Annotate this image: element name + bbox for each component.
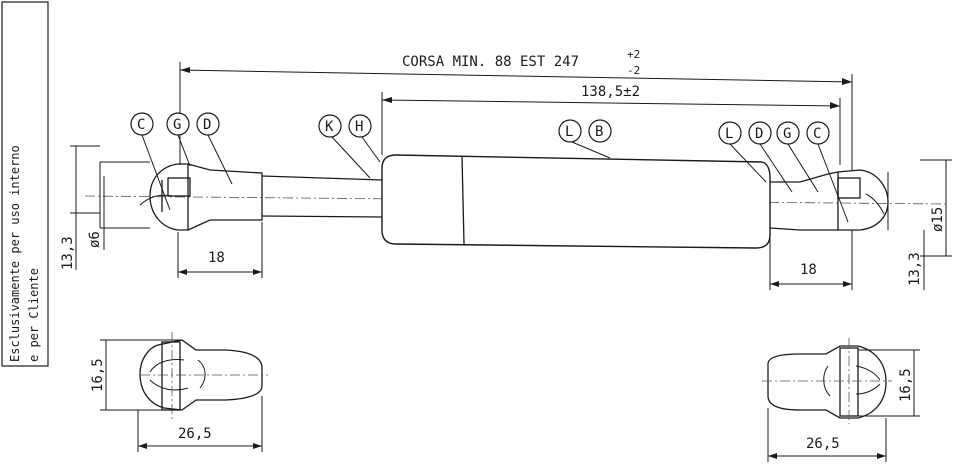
callout-rod-h: H: [355, 119, 363, 135]
side-note: Esclusivamente per uso interno e per Cli…: [1, 1, 49, 367]
cylinder-body: [381, 154, 771, 249]
body-seam: [461, 155, 465, 245]
dim-left-vertical: 13,3 ø6: [60, 145, 105, 270]
right-height-label: 13,3: [907, 252, 923, 286]
right-fitting-length: 18: [800, 262, 817, 278]
piston-rod: [261, 175, 383, 218]
callout-rod-k: K: [325, 119, 334, 135]
stroke-tol-lower: -2: [627, 64, 640, 77]
gas-spring-side-view: [99, 154, 889, 249]
callout-right-g: G: [783, 126, 791, 142]
body-diameter-label: ø15: [930, 207, 946, 232]
left-fitting-neck: [187, 163, 263, 231]
right-view-height: 16,5: [898, 368, 914, 402]
center-line: [84, 195, 946, 205]
dim-right-vertical: ø15 13,3: [907, 159, 952, 290]
left-ball-socket: [149, 163, 189, 231]
callouts-right: L D G C: [718, 121, 849, 223]
callouts-left: C G D: [130, 112, 233, 211]
callouts-rod: K H: [318, 114, 381, 179]
stroke-label: CORSA MIN. 88 EST 247: [402, 54, 579, 70]
right-fitting-neck: [769, 171, 839, 231]
dim-body-length: 138,5±2: [381, 84, 841, 165]
right-end-outline: [767, 345, 887, 419]
callout-right-c: C: [813, 126, 821, 142]
right-end-view: 16,5 26,5: [762, 338, 920, 462]
left-view-width: 26,5: [178, 426, 212, 442]
callouts-body: L B: [558, 119, 612, 159]
left-view-height: 16,5: [90, 358, 106, 392]
callout-left-g: G: [173, 117, 181, 133]
callout-body-l: L: [565, 124, 573, 140]
body-length-label: 138,5±2: [581, 84, 640, 100]
side-note-line2: e per Cliente: [27, 268, 41, 362]
dim-left-fitting: 18: [177, 222, 263, 278]
dim-right-fitting: 18: [769, 230, 853, 290]
side-note-line1: Esclusivamente per uso interno: [8, 145, 22, 362]
left-fitting-length: 18: [208, 250, 225, 266]
rod-diameter-label: ø6: [87, 231, 103, 248]
callout-right-l: L: [725, 126, 733, 142]
callout-left-d: D: [203, 117, 211, 133]
callout-left-c: C: [137, 117, 145, 133]
dim-stroke: CORSA MIN. 88 EST 247 +2 -2: [179, 48, 853, 170]
left-end-outline: [139, 339, 263, 411]
right-view-width: 26,5: [806, 436, 840, 452]
left-end-view: 16,5 26,5: [90, 332, 268, 452]
left-height-label: 13,3: [60, 236, 76, 270]
callout-right-d: D: [755, 126, 763, 142]
stroke-tol-upper: +2: [627, 48, 640, 61]
right-ball-socket: [837, 169, 889, 231]
callout-body-b: B: [595, 124, 603, 140]
